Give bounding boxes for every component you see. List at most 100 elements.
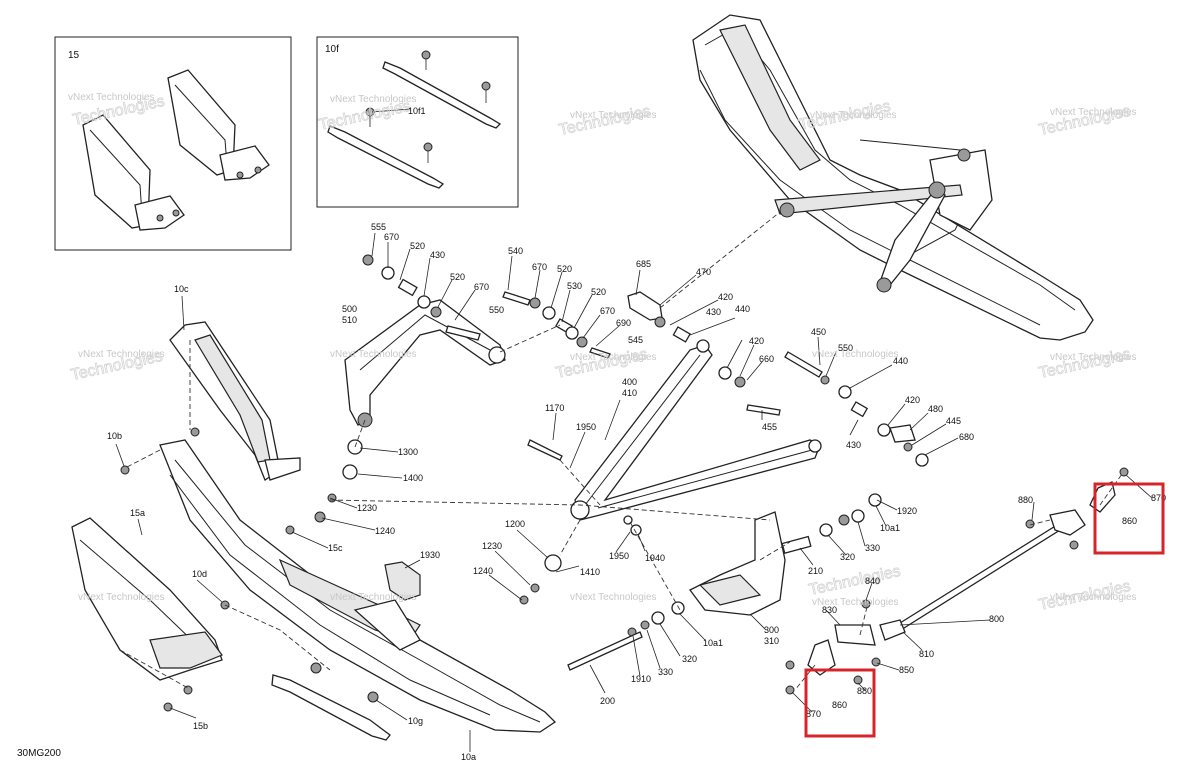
callout: 685 bbox=[636, 259, 651, 269]
upper-a-arm bbox=[344, 299, 506, 428]
svg-text:Technologies: Technologies bbox=[797, 98, 892, 134]
callout: 200 bbox=[600, 696, 615, 706]
left-ski-assembly bbox=[71, 321, 557, 741]
callout: 455 bbox=[762, 422, 777, 432]
callout: 550 bbox=[838, 343, 853, 353]
callout: 1400 bbox=[403, 473, 423, 483]
right-ski-assembly bbox=[692, 14, 1094, 341]
callout: 520 bbox=[450, 272, 465, 282]
svg-text:vNext Technologies: vNext Technologies bbox=[330, 592, 417, 603]
svg-text:vNext Technologies: vNext Technologies bbox=[570, 110, 657, 121]
svg-text:vNext Technologies: vNext Technologies bbox=[810, 110, 897, 121]
callout: 330 bbox=[865, 543, 880, 553]
callout: 510 bbox=[342, 315, 357, 325]
svg-text:vNext Technologies: vNext Technologies bbox=[812, 597, 899, 608]
callout: 810 bbox=[919, 649, 934, 659]
callout: 1240 bbox=[473, 566, 493, 576]
callout: 520 bbox=[410, 241, 425, 251]
callout: 530 bbox=[567, 281, 582, 291]
callout: 880 bbox=[857, 686, 872, 696]
hardware-parts bbox=[120, 254, 1129, 712]
callout: 860 bbox=[832, 700, 847, 710]
drawing-code: 30MG200 bbox=[17, 748, 61, 759]
callout: 10d bbox=[192, 569, 207, 579]
callout: 1200 bbox=[505, 519, 525, 529]
callout: 860 bbox=[1122, 516, 1137, 526]
inset-15-label: 15 bbox=[68, 50, 80, 61]
callout: 1230 bbox=[357, 503, 377, 513]
callout: 310 bbox=[764, 636, 779, 646]
callout: 1950 bbox=[576, 422, 596, 432]
callout: 520 bbox=[557, 264, 572, 274]
callout: 880 bbox=[1018, 495, 1033, 505]
callout: 1170 bbox=[545, 403, 564, 413]
callout: 15a bbox=[130, 508, 145, 518]
callout: 545 bbox=[628, 335, 643, 345]
callout: 320 bbox=[682, 654, 697, 664]
callout: 500 bbox=[342, 304, 357, 314]
svg-text:vNext Technologies: vNext Technologies bbox=[68, 92, 155, 103]
highlight-boxes bbox=[804, 482, 1165, 738]
callout: 670 bbox=[474, 282, 489, 292]
callout: 10g bbox=[408, 716, 423, 726]
callout: 1230 bbox=[482, 541, 502, 551]
callout: 330 bbox=[658, 667, 673, 677]
spindle-knuckle bbox=[689, 511, 786, 616]
callout: 670 bbox=[384, 232, 399, 242]
callout: 430 bbox=[706, 307, 721, 317]
callout: 555 bbox=[371, 222, 386, 232]
callout: 1240 bbox=[375, 526, 395, 536]
highlight-box-860-lower bbox=[804, 668, 876, 738]
svg-text:Technologies: Technologies bbox=[557, 103, 652, 139]
callout: 480 bbox=[928, 404, 943, 414]
callout: 410 bbox=[622, 388, 637, 398]
callout: 830 bbox=[822, 605, 837, 615]
svg-text:vNext Technologies: vNext Technologies bbox=[78, 592, 165, 603]
callout: 470 bbox=[696, 267, 711, 277]
callout: 430 bbox=[846, 440, 861, 450]
svg-text:vNext Technologies: vNext Technologies bbox=[330, 349, 417, 360]
callout: 840 bbox=[865, 576, 880, 586]
callout: 10a bbox=[461, 752, 476, 762]
callout: 670 bbox=[532, 262, 547, 272]
callout: 300 bbox=[764, 625, 779, 635]
callout: 1300 bbox=[398, 447, 418, 457]
svg-text:Technologies: Technologies bbox=[1037, 578, 1132, 614]
callout: 540 bbox=[508, 246, 523, 256]
leader-lines bbox=[115, 108, 1153, 752]
callout: 15c bbox=[328, 543, 343, 553]
highlight-box-860-right bbox=[1093, 482, 1165, 555]
svg-text:vNext Technologies: vNext Technologies bbox=[1050, 592, 1137, 603]
callout: 10a1 bbox=[703, 638, 723, 648]
callout: 10f1 bbox=[408, 106, 426, 116]
callout: 520 bbox=[591, 287, 606, 297]
callout: 800 bbox=[989, 614, 1004, 624]
callout: 320 bbox=[840, 552, 855, 562]
svg-text:vNext Technologies: vNext Technologies bbox=[78, 349, 165, 360]
callout: 10b bbox=[107, 431, 122, 441]
svg-text:vNext Technologies: vNext Technologies bbox=[1050, 107, 1137, 118]
callout: 670 bbox=[600, 306, 615, 316]
callout: 420 bbox=[905, 395, 920, 405]
inset-15: 15 bbox=[54, 36, 292, 251]
callout: 430 bbox=[430, 250, 445, 260]
callout: 440 bbox=[735, 304, 750, 314]
callout: 870 bbox=[806, 709, 821, 719]
callout: 680 bbox=[959, 432, 974, 442]
callout: 550 bbox=[489, 305, 504, 315]
callout: 10a1 bbox=[880, 523, 900, 533]
callout: 660 bbox=[759, 354, 774, 364]
svg-text:vNext Technologies: vNext Technologies bbox=[570, 352, 657, 363]
callout: 1410 bbox=[580, 567, 600, 577]
svg-text:vNext Technologies: vNext Technologies bbox=[1050, 352, 1137, 363]
lower-a-arm bbox=[570, 339, 822, 521]
svg-text:vNext Technologies: vNext Technologies bbox=[330, 94, 417, 105]
callout: 420 bbox=[749, 336, 764, 346]
callout: 850 bbox=[899, 665, 914, 675]
callout: 1930 bbox=[420, 550, 440, 560]
svg-text:vNext Technologies: vNext Technologies bbox=[812, 349, 899, 360]
stabilizer-bar bbox=[807, 481, 1116, 676]
callout: 690 bbox=[616, 318, 631, 328]
